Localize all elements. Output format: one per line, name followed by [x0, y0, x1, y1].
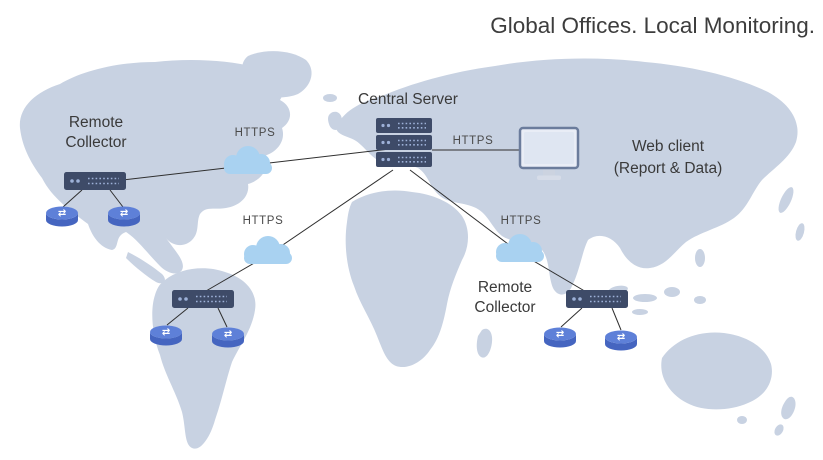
link-server-to-southeast-cloud [409, 169, 521, 254]
landmass-iceland [323, 94, 337, 102]
router-arrows-icon: ⇄ [162, 327, 170, 338]
landmass-north-america [19, 60, 291, 274]
web-client-monitor-icon [518, 126, 580, 180]
remote-collector-west-label-line2: Collector [65, 134, 126, 151]
landmass-madagascar [476, 328, 493, 358]
router-icon-west-1: ⇄ [46, 206, 78, 227]
link-west-collector-to-router2 [109, 189, 124, 208]
remote-collector-east-icon [566, 290, 628, 308]
cloud-icon-southwest [244, 236, 292, 264]
router-arrows-icon: ⇄ [58, 208, 66, 219]
link-sa-collector-to-router2 [217, 307, 228, 328]
landmass-south-america [152, 268, 256, 449]
router-icon-southamerica-2: ⇄ [212, 327, 244, 348]
router-arrows-icon: ⇄ [556, 329, 564, 340]
world-map [19, 51, 805, 449]
router-arrows-icon: ⇄ [120, 208, 128, 219]
https-label-southeast: HTTPS [501, 215, 542, 227]
router-icon-southamerica-1: ⇄ [150, 325, 182, 346]
link-east-collector-to-router1 [560, 307, 583, 328]
clouds [224, 146, 544, 264]
landmass-central-america [126, 252, 165, 284]
landmass-new-zealand [774, 396, 796, 436]
page-title: Global Offices. Local Monitoring. [490, 13, 815, 38]
web-client-label-line2: (Report & Data) [614, 160, 723, 177]
link-server-to-southwest-cloud [267, 169, 394, 256]
cloud-icon-southeast [496, 234, 544, 262]
router-icon-east-1: ⇄ [544, 327, 576, 348]
link-sa-collector-to-router1 [166, 307, 189, 326]
https-label-west: HTTPS [235, 127, 276, 139]
remote-collector-east-label-line2: Collector [474, 299, 535, 316]
landmass-southeast-asia-islands [608, 249, 706, 315]
link-west-collector-to-router1 [62, 189, 83, 208]
landmass-tasmania [737, 416, 747, 424]
landmass-africa [345, 190, 468, 368]
router-arrows-icon: ⇄ [224, 329, 232, 340]
landmass-greenland [242, 51, 312, 98]
cloud-icon-west [224, 146, 272, 174]
landmass-australia [661, 332, 772, 410]
https-label-client: HTTPS [453, 135, 494, 147]
remote-collector-west-icon [64, 172, 126, 190]
landmass-japan-islands [778, 187, 805, 241]
remote-collector-southamerica-icon [172, 290, 234, 308]
https-label-southwest: HTTPS [243, 215, 284, 227]
landmass-eurasia [336, 58, 798, 295]
central-server-label: Central Server [358, 91, 458, 108]
remote-collector-east-label-line1: Remote [478, 279, 532, 296]
router-icon-east-2: ⇄ [605, 330, 637, 351]
router-icon-west-2: ⇄ [108, 206, 140, 227]
remote-collector-west-label-line1: Remote [69, 114, 123, 131]
router-arrows-icon: ⇄ [617, 332, 625, 343]
link-east-collector-to-router2 [611, 307, 622, 331]
central-server-icon [376, 118, 432, 167]
web-client-label-line1: Web client [632, 138, 705, 155]
